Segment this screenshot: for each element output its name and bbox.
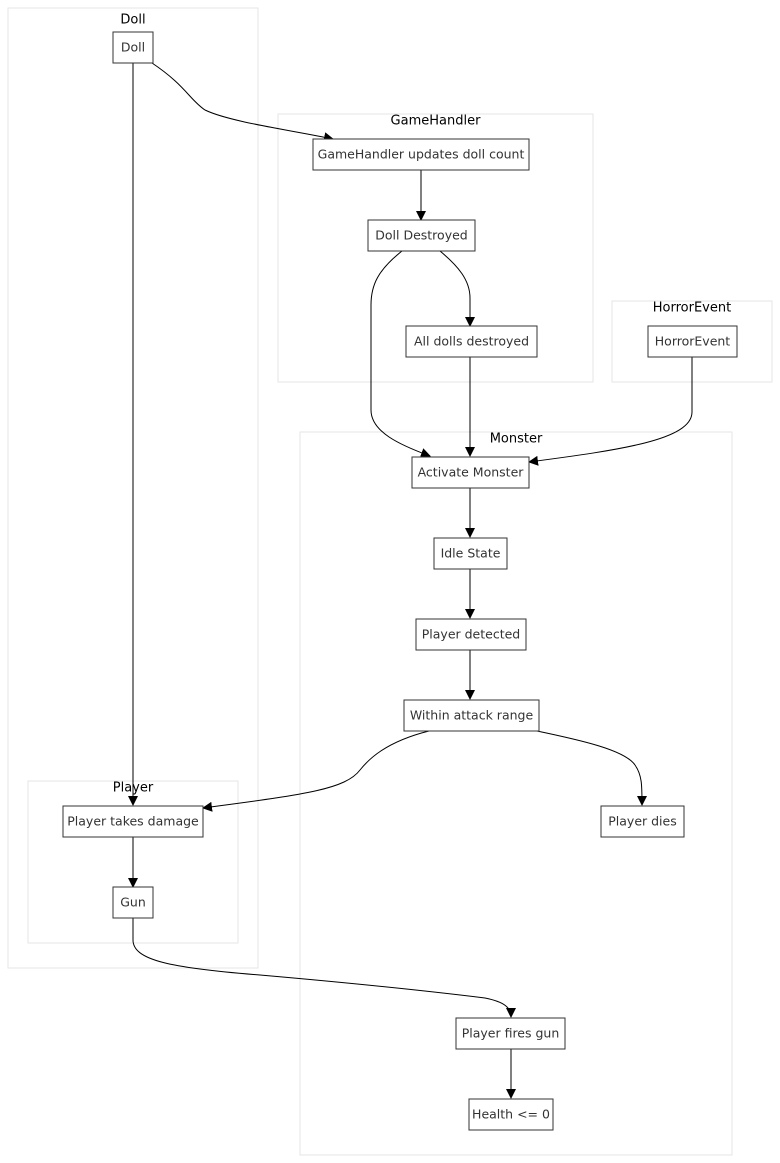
node-gun[interactable]: Gun: [112, 886, 154, 919]
edge-gun-to-player-fires-gun: [132, 918, 516, 1018]
node-within-attack-range[interactable]: Within attack range: [403, 699, 540, 732]
node-label-within-attack-range: Within attack range: [410, 708, 534, 723]
node-player-detected[interactable]: Player detected: [415, 618, 527, 651]
cluster-title-monster: Monster: [490, 432, 543, 447]
node-label-doll: Doll: [121, 40, 145, 55]
node-label-activate-monster: Activate Monster: [418, 465, 525, 480]
node-label-doll-destroyed: Doll Destroyed: [375, 228, 467, 243]
node-doll-destroyed[interactable]: Doll Destroyed: [367, 219, 476, 252]
edge-horrorevent-to-activate-monster: [528, 357, 693, 466]
cluster-title-gamehandler: GameHandler: [391, 114, 482, 129]
node-label-horrorevent: HorrorEvent: [655, 334, 731, 349]
node-all-dolls-destroyed[interactable]: All dolls destroyed: [405, 325, 538, 358]
edge-within-attack-range-to-player-takes-damage: [202, 730, 430, 812]
node-idle-state[interactable]: Idle State: [433, 537, 508, 570]
node-doll[interactable]: Doll: [112, 31, 154, 64]
node-player-fires-gun[interactable]: Player fires gun: [455, 1017, 566, 1050]
node-label-gamehandler-updates-doll-count: GameHandler updates doll count: [318, 147, 525, 162]
node-player-takes-damage[interactable]: Player takes damage: [62, 805, 204, 838]
node-label-player-detected: Player detected: [422, 627, 521, 642]
cluster-title-horrorevent: HorrorEvent: [653, 301, 731, 316]
edge-doll-destroyed-to-all-dolls-destroyed: [439, 250, 475, 327]
node-label-player-dies: Player dies: [608, 814, 676, 829]
edge-doll-to-gamehandler-updates: [151, 62, 334, 143]
node-player-dies[interactable]: Player dies: [600, 805, 685, 838]
node-label-idle-state: Idle State: [441, 546, 501, 561]
node-label-all-dolls-destroyed: All dolls destroyed: [414, 334, 529, 349]
node-label-health-le-0: Health <= 0: [472, 1107, 550, 1122]
edge-doll-destroyed-to-activate-monster: [370, 250, 431, 458]
node-label-player-fires-gun: Player fires gun: [462, 1026, 560, 1041]
edges: [128, 62, 693, 1099]
edge-within-attack-range-to-player-dies: [536, 730, 647, 806]
node-horrorevent[interactable]: HorrorEvent: [647, 325, 738, 358]
node-label-gun: Gun: [120, 895, 146, 910]
cluster-title-doll: Doll: [120, 13, 145, 28]
node-activate-monster[interactable]: Activate Monster: [411, 456, 530, 489]
node-label-player-takes-damage: Player takes damage: [67, 814, 199, 829]
node-health-le-0[interactable]: Health <= 0: [468, 1098, 554, 1131]
node-gamehandler-updates-doll-count[interactable]: GameHandler updates doll count: [312, 138, 530, 171]
